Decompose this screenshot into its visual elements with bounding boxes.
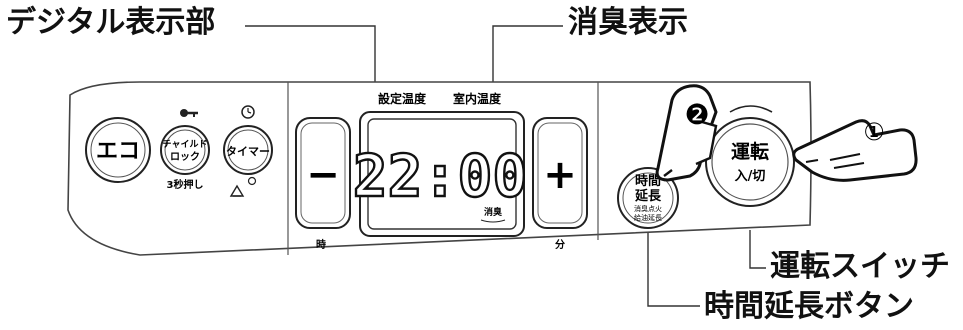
minus-button[interactable]: − [295,117,351,229]
child-lock-button[interactable]: チャイルド ロック [160,125,210,175]
display-header-room-temp: 室内温度 [453,91,502,106]
run-label-line1: 運転 [731,141,769,163]
deodorize-wave-icon [480,219,506,223]
child-lock-label-line1: チャイルド [163,139,208,150]
callout-digital-display: デジタル表示部 [6,5,216,40]
step1-marker: ① [863,118,885,146]
extend-label-line1: 時間 [635,173,661,189]
timer-button-label: タイマー [226,145,270,158]
timer-button[interactable]: タイマー [223,125,273,175]
callout-extend-button: 時間延長ボタン [704,289,914,324]
key-icon [180,109,198,117]
display-time: 22:00 [353,142,528,210]
run-switch-button[interactable]: 運転 入/切 [705,105,795,207]
pointing-hand-icon-step1 [792,119,918,182]
fuji-indicator-icon [229,176,257,197]
plus-button-label: + [543,152,577,198]
minus-button-label: − [306,152,340,198]
step2-marker: ❷ [684,98,709,131]
display-header-set-temp: 設定温度 [378,91,427,106]
digital-display: 設定温度 室内温度 22:00 消臭 [351,91,529,237]
display-deodorize-indicator: 消臭 [484,206,503,218]
callout-run-switch: 運転スイッチ [770,249,950,284]
leader-line-run [749,230,766,269]
minus-caption: 時 [316,238,326,251]
pointing-hand-icon-step2 [655,84,718,182]
eco-button[interactable]: エコ [85,117,151,183]
plus-button[interactable]: + [532,117,588,229]
leader-line-extend [647,228,700,307]
child-lock-label-line2: ロック [170,151,200,163]
extend-sub-line2: 給油延長 [634,213,662,222]
time-extend-button[interactable]: 時間 延長 消臭点火 給油延長 [617,167,679,229]
plus-caption: 分 [555,238,565,251]
clock-icon [241,105,255,119]
eco-button-label: エコ [96,139,140,164]
run-label-line2: 入/切 [735,169,766,184]
extend-label-line2: 延長 [634,188,662,204]
child-lock-note: 3秒押し [167,178,204,191]
extend-sub-line1: 消臭点火 [634,204,662,213]
callout-deodorize-display: 消臭表示 [568,5,688,40]
